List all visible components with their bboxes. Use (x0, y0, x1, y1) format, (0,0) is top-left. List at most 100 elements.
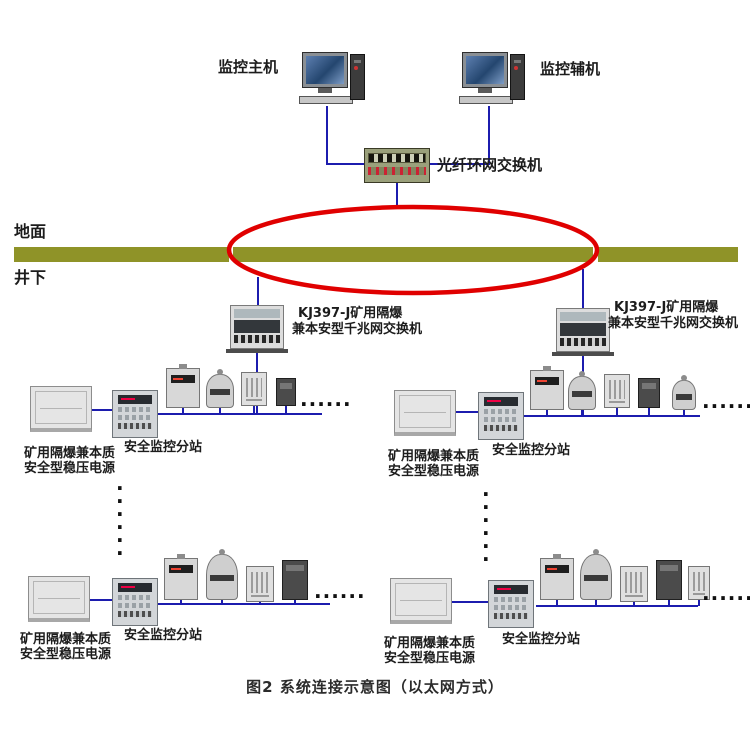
sensor-icon (580, 549, 612, 600)
sensor-mount (681, 375, 687, 381)
switch-leds (368, 167, 426, 175)
sensor-icon (241, 372, 267, 406)
substation-ports (494, 613, 528, 619)
continuation-dots: ······ (300, 392, 352, 416)
sensor-icon (540, 554, 574, 600)
aux-host-label: 监控辅机 (540, 60, 601, 78)
substation-icon (112, 578, 158, 626)
continuation-dots: ······ (702, 394, 750, 418)
sensor-icon (282, 560, 308, 600)
sensor-mount (553, 554, 561, 559)
sensor-icon (530, 366, 564, 410)
sensor-icon (276, 378, 296, 406)
aux-host-monitor-icon (462, 52, 508, 88)
fiber-ring-switch-icon (364, 148, 430, 183)
sensor-icon (246, 566, 274, 602)
substation-display (118, 395, 152, 404)
substation-icon (478, 392, 524, 440)
substation-label: 安全监控分站 (124, 628, 203, 643)
substation-ports (118, 611, 152, 617)
substation-display (494, 585, 528, 594)
main-host-label: 监控主机 (218, 58, 279, 76)
substation-label: 安全监控分站 (124, 440, 203, 455)
power-supply-icon (394, 390, 456, 436)
aux-host-tower-icon (510, 54, 525, 100)
kj-switch-left-icon (230, 305, 284, 349)
main-host-monitor-icon (302, 52, 348, 88)
substation-label: 安全监控分站 (502, 632, 581, 647)
sensor-icon (568, 371, 596, 410)
sensor-icon (638, 378, 660, 408)
vertical-continuation-dots: ······ (482, 482, 490, 571)
sensor-mount (579, 371, 585, 377)
main-host-keyboard-icon (299, 96, 353, 104)
substation-buttons (118, 595, 152, 600)
sensor-mount (177, 554, 185, 559)
substation-ports (118, 423, 152, 429)
continuation-dots: ······ (314, 584, 366, 608)
kj-switch-right-label-line1: KJ397-J矿用隔爆 (614, 300, 719, 315)
substation-buttons (118, 415, 152, 420)
aux-host-monitor-stand (478, 88, 492, 93)
kj-switch-right-label-line2: 兼本安型千兆网交换机 (608, 316, 739, 331)
power-supply-label-line1: 矿用隔爆兼本质 (388, 449, 480, 464)
sensor-mount (219, 549, 225, 555)
switch-ports (368, 153, 426, 163)
sensor-icon (656, 560, 682, 600)
kj-switch-ports (234, 335, 280, 343)
kj-switch-ports (560, 338, 606, 346)
kj-switch-display (234, 320, 280, 333)
substation-display (484, 397, 518, 406)
kj-switch-left-base (226, 349, 288, 353)
substation-buttons (484, 417, 518, 422)
figure-caption: 图2 系统连接示意图（以太网方式） (246, 678, 504, 696)
substation-buttons (494, 605, 528, 610)
power-supply-icon (390, 578, 452, 624)
sensor-mount (593, 549, 599, 555)
ground-band-left (14, 247, 229, 262)
power-supply-label-line2: 安全型稳压电源 (384, 651, 476, 666)
ground-band-right (598, 247, 738, 262)
kj-switch-top-panel (234, 309, 280, 318)
substation-buttons (118, 407, 152, 412)
substation-buttons (494, 597, 528, 602)
power-supply-label-line2: 安全型稳压电源 (24, 461, 116, 476)
fiber-ring-ellipse (226, 204, 600, 296)
substation-label: 安全监控分站 (492, 443, 571, 458)
substation-icon (488, 580, 534, 628)
power-supply-label-line1: 矿用隔爆兼本质 (384, 636, 476, 651)
sensor-icon (164, 554, 198, 600)
power-supply-label-line2: 安全型稳压电源 (20, 647, 112, 662)
monitor-screen (466, 56, 504, 84)
main-host-tower-icon (350, 54, 365, 100)
sensor-icon (672, 375, 696, 410)
substation-icon (112, 390, 158, 438)
kj-switch-right-base (552, 352, 614, 356)
substation-display (118, 583, 152, 592)
sensor-icon (206, 549, 238, 600)
sensor-mount (543, 366, 551, 371)
aux-host-keyboard-icon (459, 96, 513, 104)
kj-switch-left-label-line2: 兼本安型千兆网交换机 (292, 322, 423, 337)
continuation-dots: ······ (702, 586, 750, 610)
ground-label: 地面 (14, 222, 47, 241)
sensor-icon (620, 566, 648, 602)
sensor-icon (206, 369, 234, 408)
substation-buttons (484, 409, 518, 414)
power-supply-icon (28, 576, 90, 622)
power-supply-label-line1: 矿用隔爆兼本质 (20, 632, 112, 647)
substation-buttons (118, 603, 152, 608)
power-supply-icon (30, 386, 92, 432)
substation-ports (484, 425, 518, 431)
power-supply-label-line1: 矿用隔爆兼本质 (24, 446, 116, 461)
kj-switch-display (560, 323, 606, 336)
sensor-icon (166, 364, 200, 408)
kj-switch-top-panel (560, 312, 606, 321)
sensor-mount (217, 369, 223, 375)
main-host-monitor-stand (318, 88, 332, 93)
ground-band-center (233, 247, 593, 262)
monitor-screen (306, 56, 344, 84)
sensor-mount (179, 364, 187, 369)
kj-switch-left-label-line1: KJ397-J矿用隔爆 (298, 306, 403, 321)
